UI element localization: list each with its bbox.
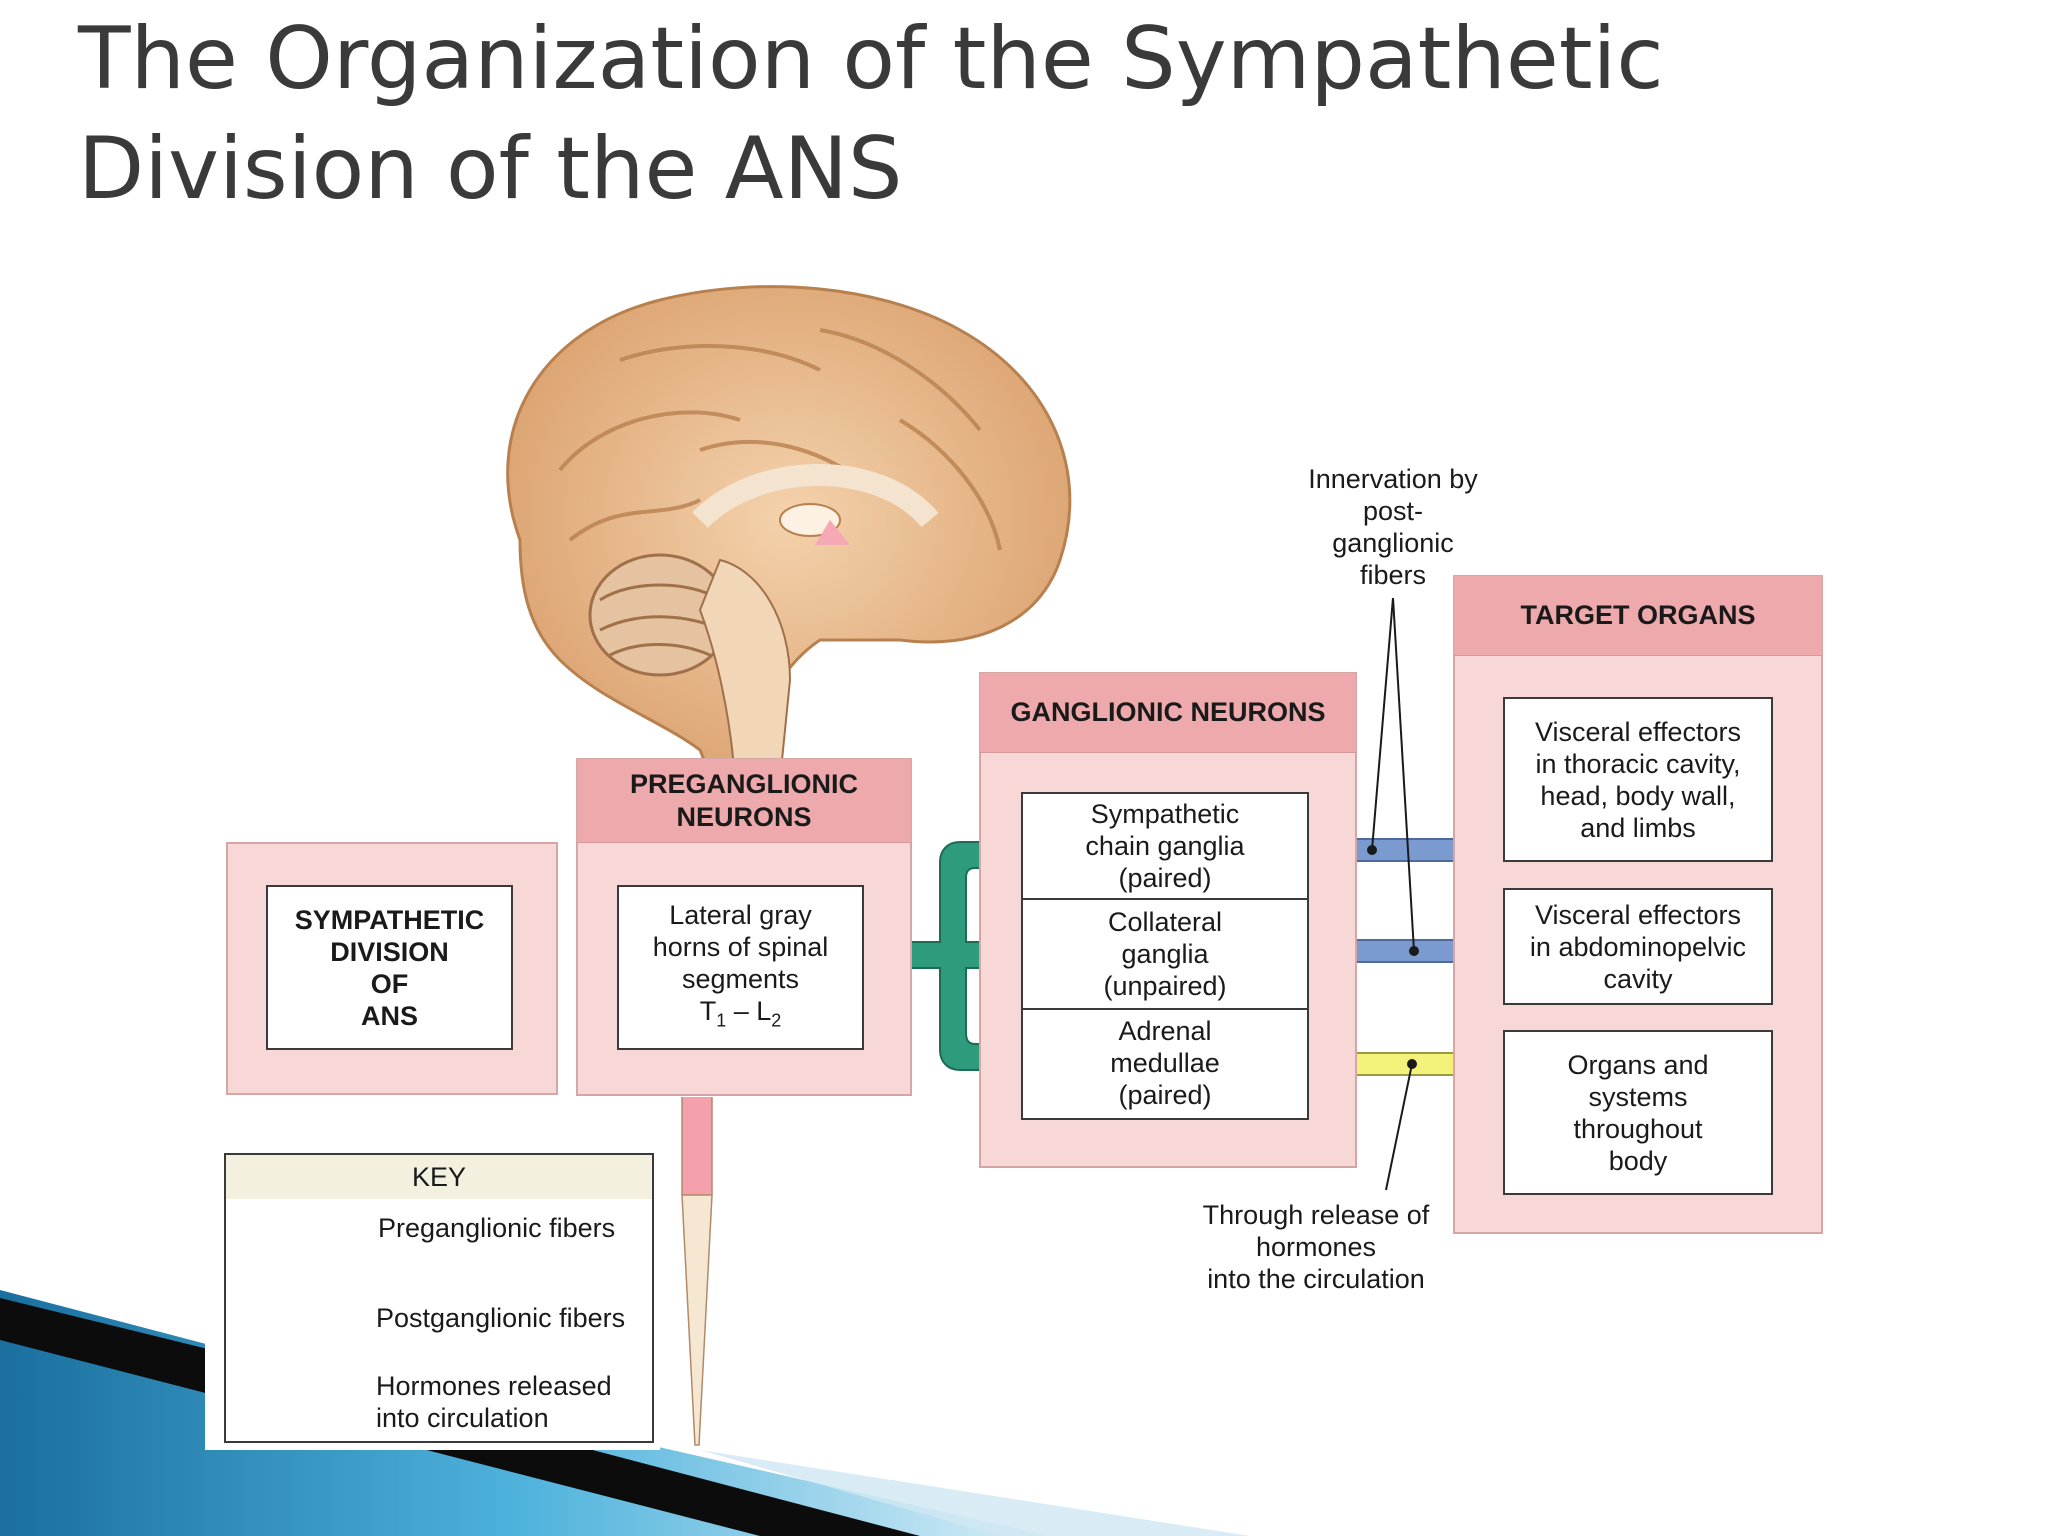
callout-hormones: Through release of hormones into the cir… [1166, 1199, 1466, 1295]
division-box-line: DIVISION [330, 936, 449, 967]
ganglionic-header-text: GANGLIONIC NEURONS [1010, 697, 1326, 727]
target-box-thoracic: Visceral effectors in thoracic cavity, h… [1503, 697, 1773, 862]
target-line: body [1608, 1145, 1668, 1176]
target-organs-header-text: TARGET ORGANS [1520, 600, 1756, 630]
key-label-hormones: Hormones released into circulation [376, 1370, 612, 1434]
division-box-line: SYMPATHETIC [294, 904, 485, 935]
target-line: cavity [1603, 963, 1673, 994]
key-label-line: Preganglionic fibers [378, 1213, 616, 1243]
callout-line: Through release of [1202, 1200, 1430, 1230]
ganglionic-cell-collateral: Collateral ganglia (unpaired) [1023, 900, 1307, 1010]
division-box: SYMPATHETIC DIVISION OF ANS [266, 885, 513, 1050]
ganglionic-header: GANGLIONIC NEURONS [980, 673, 1356, 753]
brain-illustration [506, 285, 1072, 804]
preganglionic-header: PREGANGLIONIC NEURONS [577, 759, 911, 843]
key-label-line: into circulation [376, 1403, 549, 1433]
target-line: throughout [1573, 1113, 1703, 1144]
target-line: in thoracic cavity, [1535, 748, 1741, 779]
key-title: KEY [226, 1155, 652, 1199]
spinal-segment-range: T1 – L2 [699, 995, 782, 1031]
ganglionic-cells: Sympathetic chain ganglia (paired) Colla… [1021, 792, 1309, 1120]
callout-line: ganglionic [1332, 528, 1454, 558]
target-line: head, body wall, [1540, 780, 1736, 811]
slide-title: The Organization of the Sympathetic Divi… [78, 4, 1978, 224]
key-label-line: Hormones released [376, 1371, 612, 1401]
key-label-postganglionic: Postganglionic fibers [376, 1302, 625, 1334]
preganglionic-box: Lateral gray horns of spinal segments T1… [617, 885, 864, 1050]
ganglionic-cell-chain: Sympathetic chain ganglia (paired) [1023, 794, 1307, 900]
cell-line: chain ganglia [1085, 831, 1245, 861]
target-line: Visceral effectors [1534, 899, 1742, 930]
target-line: and limbs [1580, 812, 1696, 843]
cell-line: Collateral [1107, 907, 1223, 937]
target-line: systems [1588, 1081, 1688, 1112]
preganglionic-header-line: NEURONS [676, 801, 812, 832]
cell-line: (paired) [1118, 1080, 1212, 1110]
key-panel: KEY [224, 1153, 654, 1443]
callout-line: post- [1362, 496, 1424, 526]
preganglionic-box-line: Lateral gray [669, 899, 812, 930]
spinal-cord [681, 1097, 713, 1446]
callout-line: Innervation by [1308, 464, 1478, 494]
slide-title-line-2: Division of the ANS [78, 119, 903, 219]
callout-line: into the circulation [1207, 1264, 1425, 1294]
key-label-line: Postganglionic fibers [376, 1303, 626, 1333]
cell-line: ganglia [1121, 939, 1209, 969]
cell-line: Adrenal [1118, 1016, 1212, 1046]
target-line: Visceral effectors [1534, 716, 1742, 747]
cell-line: (unpaired) [1103, 971, 1227, 1001]
preganglionic-box-line: segments [681, 963, 800, 994]
target-line: Organs and [1567, 1049, 1709, 1080]
cell-line: (paired) [1118, 863, 1212, 893]
target-box-abdominopelvic: Visceral effectors in abdominopelvic cav… [1503, 888, 1773, 1005]
callout-innervation: Innervation by post- ganglionic fibers [1263, 463, 1523, 591]
division-box-line: ANS [360, 1000, 418, 1031]
pointer-lines [1367, 597, 1419, 1191]
preganglionic-box-line: horns of spinal [652, 931, 829, 962]
slide-title-line-1: The Organization of the Sympathetic [78, 9, 1664, 109]
preganglionic-header-line: PREGANGLIONIC [629, 768, 858, 799]
division-box-line: OF [370, 968, 409, 999]
target-box-body: Organs and systems throughout body [1503, 1030, 1773, 1195]
cell-line: Sympathetic [1090, 799, 1240, 829]
key-label-preganglionic: Preganglionic fibers [378, 1212, 615, 1244]
cell-line: medullae [1110, 1048, 1220, 1078]
target-line: in abdominopelvic [1529, 931, 1747, 962]
ganglionic-cell-adrenal: Adrenal medullae (paired) [1023, 1010, 1307, 1116]
callout-line: fibers [1359, 560, 1427, 590]
target-organs-header: TARGET ORGANS [1454, 576, 1822, 656]
callout-line: hormones [1255, 1232, 1377, 1262]
